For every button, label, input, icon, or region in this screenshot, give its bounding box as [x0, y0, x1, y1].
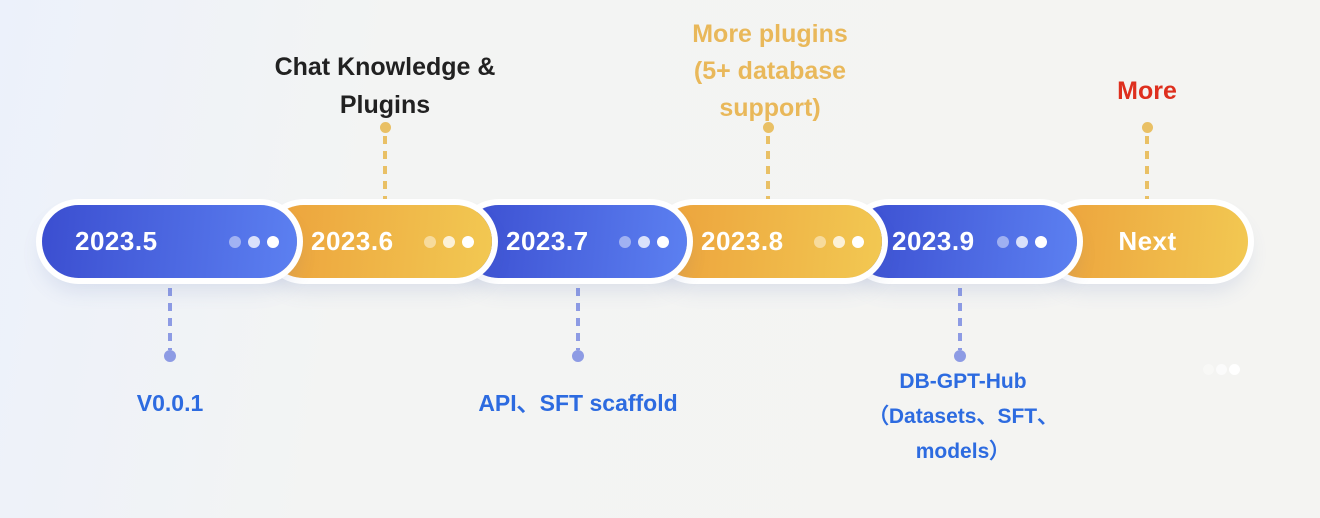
annotation-line: （Datasets、SFT、: [867, 405, 1059, 428]
annotation-chat-knowledge-plugins: Chat Knowledge & Plugins: [275, 48, 496, 124]
ellipsis-dots-icon: [814, 235, 864, 248]
timeline-segment-2023-8: 2023.8: [657, 205, 882, 278]
segment-label: 2023.5: [75, 226, 158, 256]
connector-dashed-line: [1145, 136, 1149, 205]
ellipsis-dots-icon: [424, 235, 474, 248]
segment-label: Next: [1118, 226, 1177, 256]
connector-dashed-line: [576, 288, 580, 350]
timeline-segment-2023-6: 2023.6: [267, 205, 492, 278]
ellipsis-dots-icon: [229, 235, 279, 248]
connector-dashed-line: [168, 288, 172, 350]
annotation-more-plugins: More plugins (5+ database support): [692, 16, 848, 127]
connector-dashed-line: [766, 136, 770, 205]
connector-dot: [164, 350, 176, 362]
annotation-db-gpt-hub: DB-GPT-Hub （Datasets、SFT、 models）: [868, 364, 1058, 469]
connector-dot: [954, 350, 966, 362]
annotation-line: (5+ database: [693, 57, 847, 85]
annotation-line: V0.0.1: [136, 390, 204, 416]
annotation-line: support): [719, 94, 821, 122]
annotation-api-sft-scaffold: API、SFT scaffold: [478, 386, 677, 421]
annotation-line: models）: [915, 440, 1011, 463]
annotation-line: Chat Knowledge &: [274, 53, 496, 81]
ellipsis-dots-icon: [619, 235, 669, 248]
timeline-segment-2023-7: 2023.7: [462, 205, 687, 278]
annotation-more: More: [1117, 76, 1177, 106]
background-ellipsis-dots-icon: [1203, 364, 1240, 375]
annotation-line: DB-GPT-Hub: [899, 370, 1027, 393]
connector-dot: [1142, 122, 1153, 133]
segment-label: 2023.6: [311, 226, 394, 256]
timeline-segment-2023-9: 2023.9: [852, 205, 1077, 278]
connector-dot: [380, 122, 391, 133]
annotation-line: Plugins: [339, 91, 431, 119]
segment-label: 2023.9: [892, 226, 975, 256]
annotation-line: API、SFT scaffold: [478, 390, 678, 416]
connector-dashed-line: [958, 288, 962, 350]
connector-dot: [572, 350, 584, 362]
annotation-line: More plugins: [692, 20, 848, 48]
annotation-line: More: [1117, 77, 1177, 105]
timeline-segment-next: Next: [1047, 205, 1248, 278]
segment-label: 2023.8: [701, 226, 784, 256]
ellipsis-dots-icon: [997, 235, 1047, 248]
annotation-v0-0-1: V0.0.1: [137, 386, 204, 421]
connector-dashed-line: [383, 136, 387, 205]
segment-label: 2023.7: [506, 226, 589, 256]
connector-dot: [763, 122, 774, 133]
timeline-segment-2023-5: 2023.5: [42, 205, 297, 278]
